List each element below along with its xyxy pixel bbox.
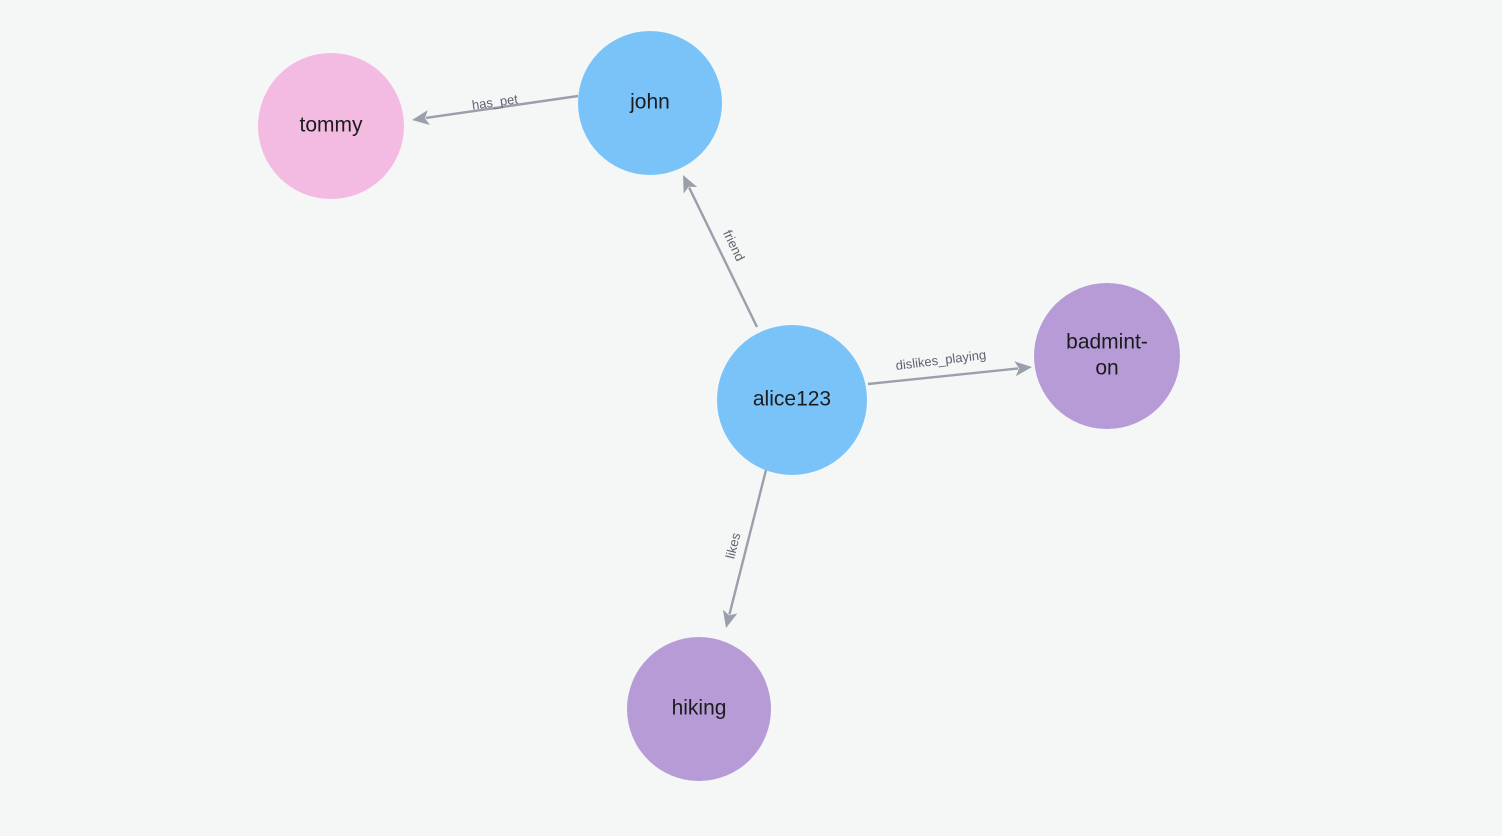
edge-arrowhead [683, 175, 698, 194]
node-circle[interactable] [627, 637, 771, 781]
graph-edge-friend[interactable] [683, 175, 759, 328]
edge-line [867, 367, 1019, 386]
graph-node-alice123[interactable]: alice123 [717, 325, 867, 475]
edges-layer [412, 94, 1032, 628]
graph-edge-dislikes_playing[interactable] [867, 361, 1032, 386]
graph-node-hiking[interactable]: hiking [627, 637, 771, 781]
graph-node-badminton[interactable]: badmint-on [1034, 283, 1180, 429]
node-circle[interactable] [578, 31, 722, 175]
edge-arrowhead [722, 609, 738, 628]
graph-node-john[interactable]: john [578, 31, 722, 175]
graph-edge-likes[interactable] [722, 469, 768, 628]
edge-line [425, 94, 579, 120]
edge-line [728, 469, 768, 615]
edge-line [688, 187, 759, 328]
graph-node-tommy[interactable]: tommy [258, 53, 404, 199]
node-circle[interactable] [1034, 283, 1180, 429]
edge-arrowhead [412, 110, 430, 125]
edge-arrowhead [1014, 361, 1032, 377]
node-circle[interactable] [258, 53, 404, 199]
graph-edge-has_pet[interactable] [412, 94, 579, 125]
node-circle[interactable] [717, 325, 867, 475]
